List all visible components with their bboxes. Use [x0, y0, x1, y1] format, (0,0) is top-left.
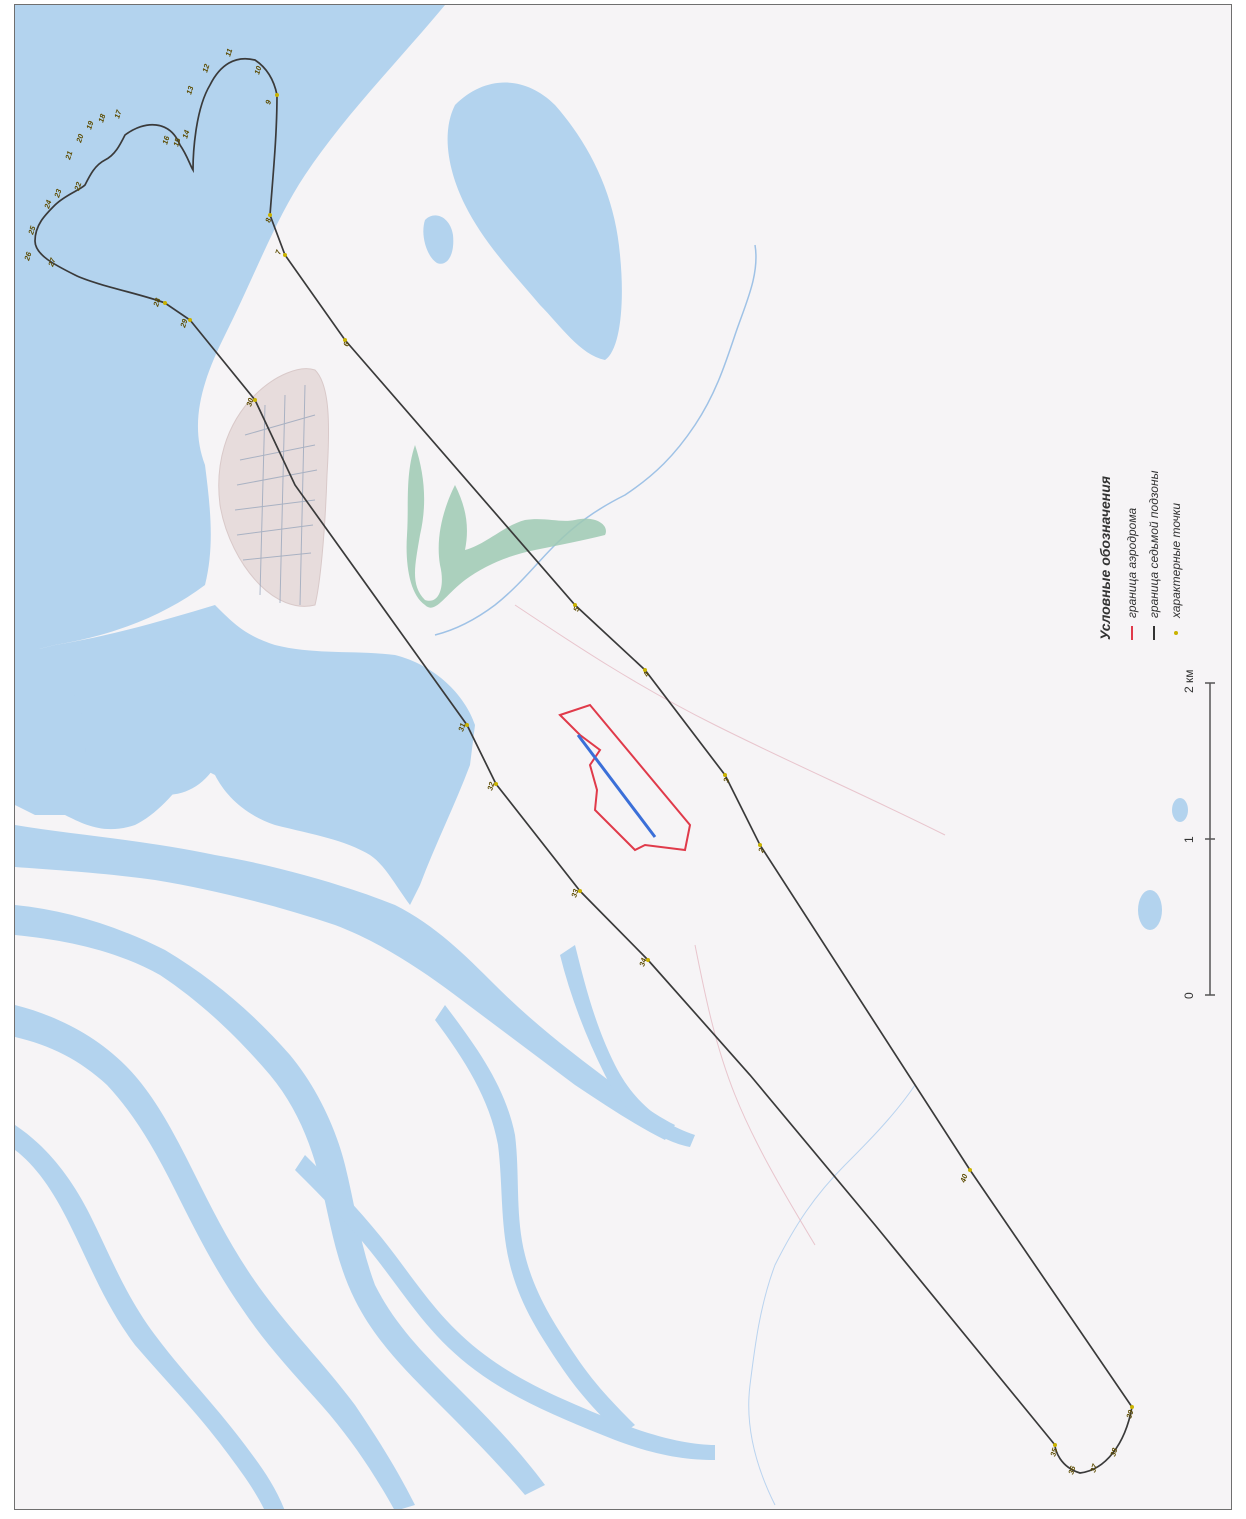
- aerodrome-boundary: [558, 703, 692, 852]
- river-branch-3: [15, 1005, 415, 1509]
- river-branch-7: [560, 945, 695, 1147]
- point-label: 8: [263, 216, 273, 224]
- point-label: 35: [1048, 1446, 1059, 1458]
- scale-label-1: 1: [1182, 836, 1196, 843]
- legend-swatch-points: [1174, 631, 1178, 635]
- point-label: 11: [223, 47, 234, 57]
- point-label: 12: [200, 62, 211, 74]
- point-label: 15: [171, 136, 182, 148]
- legend: Условные обозначения граница аэродрома г…: [1097, 470, 1183, 640]
- point-label: 30: [244, 396, 255, 408]
- point-label: 10: [252, 64, 263, 76]
- map-frame: 2 3 4 5 6 7 8 9 10 11 12 13 14 15 16 17 …: [14, 4, 1232, 1510]
- point-label: 28: [151, 296, 163, 308]
- river-branch-5: [435, 1005, 635, 1435]
- point-label: 5: [571, 605, 581, 613]
- point-label: 9: [263, 98, 273, 106]
- river-branch-2: [15, 905, 545, 1495]
- point-label: 7: [273, 248, 283, 256]
- river-branch-1: [15, 825, 675, 1140]
- lake-area: [447, 82, 622, 360]
- point-label: 4: [641, 670, 651, 678]
- point-label: 38: [1108, 1446, 1119, 1458]
- point-label: 27: [46, 256, 58, 268]
- point-label: 3: [721, 776, 731, 784]
- point-label: 20: [74, 132, 86, 144]
- legend-item-aerodrome: граница аэродрома: [1125, 507, 1139, 618]
- point-label: 2: [756, 846, 766, 854]
- roads: [514, 604, 946, 1246]
- point-label: 16: [160, 134, 171, 146]
- river-channels: [15, 605, 475, 905]
- bay-area: [15, 645, 86, 815]
- point-label: 29: [178, 317, 190, 329]
- scale-bar: 0 1 2 км: [1182, 669, 1215, 999]
- small-river: [434, 244, 757, 636]
- point-label: 32: [485, 780, 496, 792]
- point-label: 22: [72, 180, 84, 192]
- runway: [576, 734, 657, 838]
- map-canvas: 2 3 4 5 6 7 8 9 10 11 12 13 14 15 16 17 …: [15, 5, 1231, 1509]
- point-labels: 2 3 4 5 6 7 8 9 10 11 12 13 14 15 16 17 …: [22, 47, 1136, 1475]
- point-label: 37: [1088, 1462, 1099, 1474]
- point-label: 40: [958, 1172, 970, 1184]
- point-label: 23: [52, 187, 64, 199]
- point-label: 34: [637, 956, 648, 968]
- point-label: 14: [180, 128, 191, 140]
- small-lake-right-1: [1138, 890, 1162, 930]
- small-river-2: [748, 1084, 916, 1506]
- point-label: 36: [1066, 1464, 1077, 1476]
- point-label: 26: [22, 250, 34, 262]
- small-lake-right-2: [1172, 798, 1188, 822]
- point-label: 17: [112, 108, 123, 120]
- point-label: 18: [96, 112, 107, 124]
- point-label: 24: [42, 198, 54, 210]
- legend-title: Условные обозначения: [1097, 476, 1113, 640]
- point-label: 33: [569, 887, 580, 899]
- inner-bay: [136, 685, 225, 795]
- small-lake: [423, 215, 454, 264]
- point-label: 25: [26, 224, 38, 236]
- point-label: 19: [84, 119, 95, 131]
- vegetation-area: [406, 445, 606, 608]
- sea-area: [15, 5, 445, 655]
- river-branch-4: [15, 1125, 285, 1509]
- legend-item-subzone: граница седьмой подзоны: [1147, 470, 1161, 618]
- point-label: 13: [184, 84, 195, 96]
- point-label: 31: [456, 722, 467, 733]
- point-label: 6: [341, 340, 351, 348]
- scale-label-0: 0: [1182, 992, 1196, 999]
- point-label: 21: [63, 150, 74, 162]
- scale-label-2: 2 км: [1182, 669, 1196, 693]
- characteristic-points: [163, 93, 1134, 1447]
- legend-item-points: характерные точки: [1169, 503, 1183, 619]
- point-label: 39: [1124, 1408, 1135, 1420]
